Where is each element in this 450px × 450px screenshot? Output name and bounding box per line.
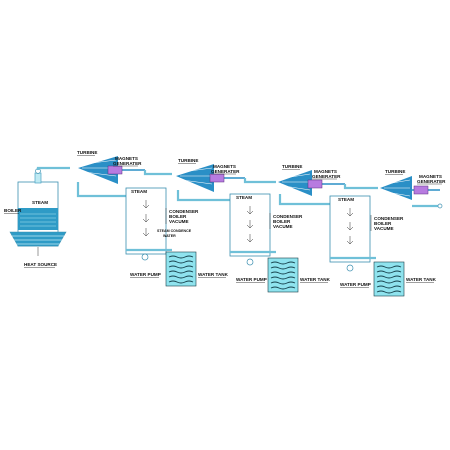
- stage-3-exhaust-pipe: [278, 194, 330, 206]
- stage-3-tank-water-texture: [376, 265, 402, 294]
- stage-3-condenser-boiler-label: BOILER: [374, 221, 392, 226]
- stage-1-water-tank-label: WATER TANK: [198, 272, 229, 277]
- stage-4-generator-icon: [413, 185, 429, 195]
- heat-source-label: HEAT SOURCE: [24, 262, 57, 267]
- stage-4-generater-label: GENERATER: [417, 179, 446, 184]
- stage-4-outlet-valve-icon: [437, 203, 443, 209]
- stage-4-turbine-blades: [384, 179, 411, 197]
- stage-4: TURBINE MAGNETS GENERATER: [380, 169, 446, 209]
- stage-2-steam-label: STEAM: [236, 195, 252, 200]
- stage-4-turbine-label: TURBINE: [385, 169, 405, 174]
- stage-2-generator-icon: [209, 173, 225, 183]
- boiler-water: [18, 208, 58, 230]
- stage-3-vacume-label: VACUME: [374, 226, 394, 231]
- stage-3-water-tank-label: WATER TANK: [406, 277, 437, 282]
- stage-3: TURBINE MAGNETS GENERATER STEAM CONDENSE…: [278, 164, 437, 297]
- stage-1-flow-arrows: [142, 200, 150, 237]
- stage-3-magnets-label: MAGNETS: [314, 169, 337, 174]
- stage-1-magnets-label: MAGNETS: [115, 156, 138, 161]
- stage-1-pump-icon: [141, 253, 149, 261]
- stage-1-steam-label: STEAM: [131, 189, 147, 194]
- stage-3-water-tank: [373, 261, 405, 297]
- boiler-unit: STEAM BOILER HEAT SOURCE: [4, 168, 67, 268]
- stage-1-steam-pipe: [36, 166, 70, 170]
- stage-2-pump-icon: [246, 258, 254, 266]
- stage-2-turbine-blades: [180, 167, 213, 185]
- stage-1-condenser-label: CONDENSER: [169, 209, 199, 214]
- stage-1: TURBINE MAGNETS GENERATER STEAM CONDENSE…: [36, 150, 229, 287]
- stage-1-exhaust-pipe: [76, 182, 126, 198]
- stage-4-magnets-label: MAGNETS: [419, 174, 442, 179]
- stage-1-water-tank: [165, 251, 197, 287]
- stage-1-water-pump-label: WATER PUMP: [130, 272, 161, 277]
- stage-2-water-tank: [267, 257, 299, 293]
- stage-2-water-pump-label: WATER PUMP: [236, 277, 267, 282]
- stage-1-turbine-icon: [78, 156, 118, 184]
- stage-3-steam-label: STEAM: [338, 197, 354, 202]
- stage-2-exhaust-pipe: [176, 190, 230, 202]
- boiler-water-ripples: [20, 213, 56, 227]
- stage-3-generator-icon: [307, 179, 323, 189]
- stage-2-flow-arrows: [246, 206, 254, 243]
- stage-1-steam-condence-label: STEAM CONDENCE: [157, 229, 192, 233]
- stage-2-turbine-icon: [176, 164, 214, 192]
- stage-2-turbine-label: TURBINE: [178, 158, 198, 163]
- stage-1-turbine-label: TURBINE: [77, 150, 97, 155]
- stage-2-water-tank-label: WATER TANK: [300, 277, 331, 282]
- stage-3-turbine-blades: [282, 173, 311, 191]
- stage-2: TURBINE MAGNETS GENERATER STEAM CONDENSE…: [176, 158, 331, 293]
- stage-3-flow-arrows: [346, 208, 354, 245]
- stage-3-link-pipe: [343, 184, 378, 190]
- stage-3-turbine-label: TURBINE: [282, 164, 302, 169]
- heat-source-flames: [12, 235, 64, 245]
- stage-2-condenser-boiler-label: BOILER: [273, 219, 291, 224]
- stage-3-pump-icon: [346, 264, 354, 272]
- stage-3-turbine-icon: [278, 170, 312, 196]
- stage-3-water-pump-label: WATER PUMP: [340, 282, 371, 287]
- stage-3-generater-label: GENERATER: [312, 174, 341, 179]
- boiler-label: BOILER: [4, 208, 22, 213]
- boiler-outlet-pipe: [34, 172, 42, 184]
- stage-2-condenser-label: CONDENSER: [273, 214, 303, 219]
- stage-3-condenser-label: CONDENSER: [374, 216, 404, 221]
- stage-1-generator-icon: [107, 165, 123, 175]
- stage-1-condenser-boiler-label: BOILER: [169, 214, 187, 219]
- stage-1-tank-water-texture: [168, 255, 194, 284]
- stage-2-vacume-label: VACUME: [273, 224, 293, 229]
- stage-2-generater-label: GENERATER: [211, 169, 240, 174]
- stage-2-link-pipe: [243, 178, 276, 184]
- stage-2-magnets-label: MAGNETS: [213, 164, 236, 169]
- stage-2-tank-water-texture: [270, 261, 296, 290]
- stage-1-link-pipe: [143, 170, 172, 176]
- boiler-steam-label: STEAM: [32, 200, 48, 205]
- stage-1-water-label: WATER: [163, 234, 176, 238]
- stage-1-generater-label: GENERATER: [113, 161, 142, 166]
- stage-1-vacume-label: VACUME: [169, 219, 189, 224]
- heat-source-burner: [9, 231, 67, 247]
